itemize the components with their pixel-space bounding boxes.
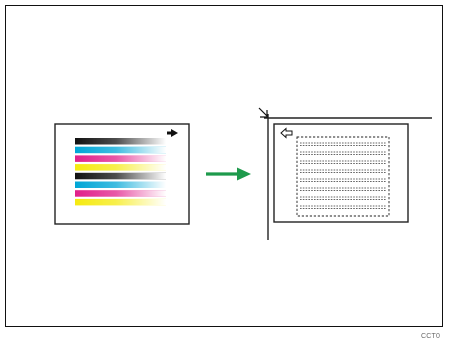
figure-code: CCT0: [421, 333, 441, 340]
color-band-fade: [75, 181, 166, 188]
source-page: [54, 123, 190, 225]
right-arrow-icon: [167, 129, 178, 137]
placed-page-outline: [273, 123, 409, 223]
color-band-fade: [75, 164, 166, 171]
color-band-fade: [75, 138, 166, 145]
color-bands: [75, 138, 166, 206]
color-band-fade: [75, 190, 166, 197]
chart-image-outline: [296, 136, 390, 217]
process-arrow: [206, 167, 251, 181]
color-band-fade: [75, 198, 166, 206]
left-outline-arrow-icon: [280, 127, 293, 139]
chart-image-lines: [300, 142, 386, 210]
color-band-fade: [75, 172, 166, 180]
color-band-fade: [75, 155, 166, 162]
right-arrow-icon: [237, 167, 251, 181]
diagonal-arrow-icon: [258, 107, 268, 118]
color-band-fade: [75, 146, 166, 154]
placed-page: [258, 107, 432, 240]
